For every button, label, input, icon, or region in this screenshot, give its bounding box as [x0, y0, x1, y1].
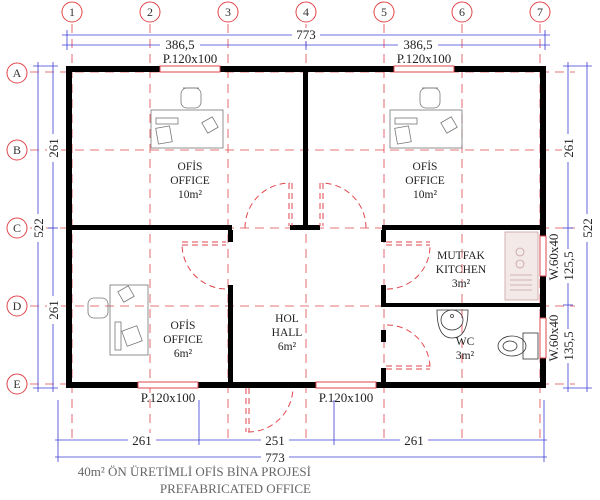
kitchen-sink-icon [504, 231, 539, 301]
room-office-1: OFİS OFFICE 10m² [170, 159, 210, 201]
window-label: P.120x100 [319, 390, 374, 405]
title-line-1: 40m² ÖN ÜRETİMLİ OFİS BİNA PROJESİ [78, 464, 311, 479]
svg-text:10m²: 10m² [413, 189, 437, 201]
grid-col-label: 1 [69, 5, 75, 19]
dim-right-bottom: 135,5 [561, 331, 576, 360]
dim-right-mid: 125,5 [561, 251, 576, 280]
walls [66, 66, 546, 388]
windows [137, 65, 547, 389]
svg-text:3m²: 3m² [456, 350, 475, 362]
dim-bottom-right: 261 [404, 433, 424, 448]
svg-text:OFİS: OFİS [178, 159, 203, 173]
window-top-right [393, 65, 455, 73]
grid-col-label: 3 [225, 5, 231, 19]
svg-text:WC: WC [456, 336, 475, 348]
svg-text:HALL: HALL [272, 327, 303, 339]
grid-column-bubbles [61, 1, 551, 23]
window-label: P.120x100 [397, 51, 452, 66]
svg-text:OFFICE: OFFICE [163, 334, 203, 346]
grid-row-label: B [13, 143, 21, 157]
grid-col-label: 2 [147, 5, 153, 19]
room-kitchen: MUTFAK KITCHEN 3m² [436, 250, 487, 290]
dim-top-right: 386,5 [403, 37, 432, 52]
grid-col-label: 7 [537, 5, 543, 19]
grid-col-label: 4 [303, 5, 309, 19]
door-swings [181, 182, 431, 433]
dim-left-bottom: 261 [46, 300, 61, 320]
grid-row-label: C [13, 221, 21, 235]
grid-row-bubbles [6, 62, 28, 395]
window-top-left [159, 65, 221, 73]
dim-right-top: 261 [561, 138, 576, 158]
grid-row-label: D [13, 299, 22, 313]
title-line-2: PREFABRICATED OFFICE [160, 481, 311, 496]
room-hall: HOL HALL 6m² [272, 313, 303, 353]
window-bottom-left [137, 381, 199, 389]
furniture-office-1 [150, 87, 224, 149]
furniture-office-3 [87, 284, 149, 356]
svg-text:OFİS: OFİS [413, 159, 438, 173]
svg-text:KITCHEN: KITCHEN [436, 264, 487, 276]
svg-text:HOL: HOL [275, 313, 299, 325]
furniture-office-2 [389, 87, 463, 149]
grid-row-label: A [13, 66, 22, 80]
svg-text:OFFICE: OFFICE [170, 175, 210, 187]
dim-bottom-total: 773 [265, 450, 285, 465]
dim-top-left: 386,5 [165, 37, 194, 52]
window-label: W.60x40 [546, 234, 561, 281]
svg-text:MUTFAK: MUTFAK [437, 250, 485, 262]
grid-lines [30, 24, 575, 440]
room-office-2: OFİS OFFICE 10m² [405, 159, 445, 201]
dim-bottom-left: 261 [132, 433, 152, 448]
svg-text:3m²: 3m² [452, 278, 471, 290]
svg-text:OFİS: OFİS [171, 318, 196, 332]
room-office-3: OFİS OFFICE 6m² [163, 318, 203, 360]
dim-left-total: 522 [31, 218, 46, 238]
grid-row-label: E [13, 377, 20, 391]
window-label: W.60x40 [546, 315, 561, 362]
svg-text:OFFICE: OFFICE [405, 175, 445, 187]
window-kitchen [539, 235, 547, 277]
grid-col-label: 5 [381, 5, 387, 19]
grid-col-label: 6 [459, 5, 465, 19]
svg-text:6m²: 6m² [174, 348, 193, 360]
room-wc: WC 3m² [456, 336, 475, 362]
toilet-icon [497, 332, 539, 360]
dim-right-total: 522 [580, 218, 595, 238]
dim-bottom-middle: 251 [265, 433, 285, 448]
window-label: P.120x100 [163, 51, 218, 66]
dim-left-top: 261 [46, 138, 61, 158]
svg-text:6m²: 6m² [278, 341, 297, 353]
svg-text:10m²: 10m² [178, 189, 202, 201]
window-label: P.120x100 [141, 390, 196, 405]
dim-top-total: 773 [296, 27, 316, 42]
washbasin-icon [436, 309, 469, 339]
window-bottom-right [315, 381, 377, 389]
window-wc [539, 317, 547, 359]
